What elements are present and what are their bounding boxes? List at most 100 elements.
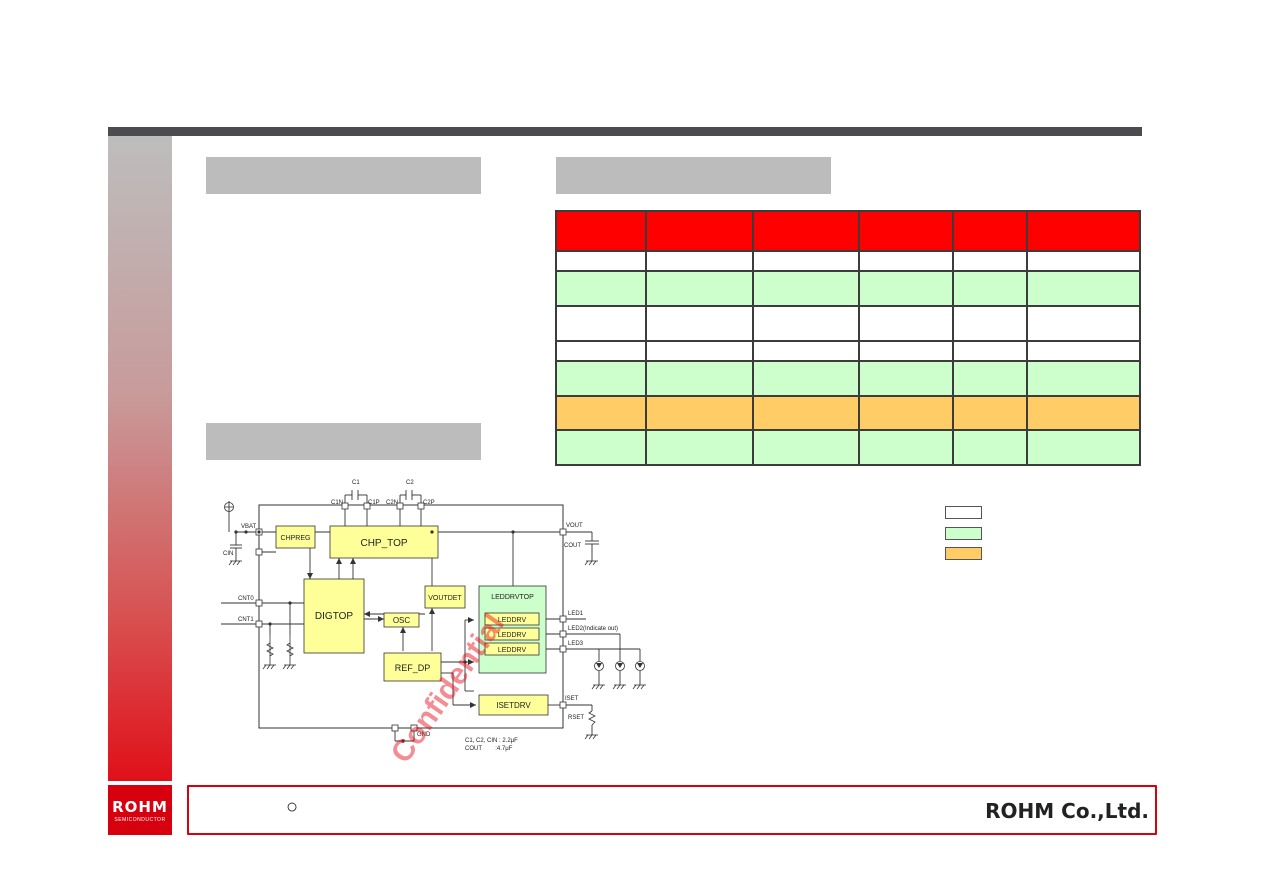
spec-cell (952, 339, 1028, 362)
spec-cell (752, 270, 860, 307)
spec-cell (752, 394, 860, 432)
spec-cell (752, 210, 860, 252)
spec-cell (952, 359, 1028, 397)
spec-cell (645, 429, 754, 466)
spec-table (555, 210, 1141, 466)
spec-row (555, 394, 1141, 432)
section-header-block-diagram (206, 423, 481, 460)
spec-cell (555, 210, 647, 252)
block-chpreg: CHPREG (281, 535, 311, 542)
spec-row (555, 304, 1141, 342)
pin-iset: ISET (565, 696, 579, 702)
logo-tagline: SEMICONDUCTOR (114, 817, 166, 823)
spec-cell (645, 210, 754, 252)
pin-vbat: VBAT (241, 524, 257, 530)
spec-cell (858, 249, 954, 273)
title-bar (108, 127, 1142, 136)
block-ref-dp: REF_DP (395, 663, 431, 673)
pin-led2: LED2(Indicate out) (568, 626, 618, 632)
spec-cell (1026, 429, 1141, 466)
spec-cell (555, 429, 647, 466)
side-gradient-bar (108, 136, 172, 781)
spec-cell (858, 339, 954, 362)
spec-cell (752, 359, 860, 397)
spec-cell (952, 210, 1028, 252)
spec-row (555, 270, 1141, 307)
legend-swatch-green (945, 527, 982, 540)
spec-cell (952, 270, 1028, 307)
spec-cell (858, 359, 954, 397)
spec-cell (555, 249, 647, 273)
spec-cell (645, 249, 754, 273)
pin-rset: RSET (568, 715, 584, 721)
block-leddrv-3: LEDDRV (498, 647, 527, 654)
legend-swatch-orange (945, 547, 982, 560)
spec-row (555, 359, 1141, 397)
spec-cell (645, 270, 754, 307)
spec-cell (1026, 270, 1141, 307)
logo-name: ROHM (112, 798, 168, 816)
legend-swatch-white (945, 506, 982, 519)
note-line-1: C1, C2, CIN : 2.2μF (465, 738, 518, 744)
pin-cnt1: CNT1 (238, 617, 254, 623)
block-voutdet: VOUTDET (428, 595, 462, 602)
copyright-circle: ○ (286, 796, 299, 818)
spec-cell (858, 270, 954, 307)
spec-row (555, 339, 1141, 362)
block-isetdrv: ISETDRV (496, 701, 531, 710)
pin-c2p: C2P (423, 500, 435, 506)
pin-gnd: GND (417, 732, 431, 738)
pin-c2: C2 (406, 480, 414, 486)
spec-cell (752, 249, 860, 273)
pin-cout: COUT (564, 543, 581, 549)
spec-cell (858, 210, 954, 252)
pin-led3: LED3 (568, 641, 584, 647)
block-osc: OSC (393, 616, 411, 625)
spec-cell (555, 270, 647, 307)
spec-cell (1026, 394, 1141, 432)
footer-bar: ○ ROHM Co.,Ltd. (187, 785, 1157, 835)
spec-cell (555, 359, 647, 397)
spec-cell (1026, 359, 1141, 397)
spec-cell (858, 304, 954, 342)
pin-vout: VOUT (566, 523, 583, 529)
pin-led1: LED1 (568, 611, 584, 617)
block-digtop: DIGTOP (315, 611, 353, 622)
note-line-2: COUT :4.7μF (465, 746, 513, 752)
spec-cell (1026, 210, 1141, 252)
spec-cell (1026, 304, 1141, 342)
block-leddrvtop: LEDDRVTOP (491, 594, 534, 601)
section-header-specs (556, 157, 831, 194)
spec-cell (952, 429, 1028, 466)
block-chp-top: CHP_TOP (360, 538, 407, 549)
spec-cell (752, 429, 860, 466)
pin-c2n: C2N (386, 500, 398, 506)
spec-cell (752, 339, 860, 362)
spec-row (555, 249, 1141, 273)
pin-c1: C1 (352, 480, 360, 486)
pin-cnt0: CNT0 (238, 596, 254, 602)
spec-cell (645, 339, 754, 362)
block-diagram: CHPREG CHP_TOP DIGTOP VOUTDET OSC REF_DP… (221, 480, 646, 768)
spec-cell (952, 249, 1028, 273)
pin-c1p: C1P (368, 500, 380, 506)
spec-cell (645, 304, 754, 342)
spec-cell (952, 304, 1028, 342)
spec-cell (858, 429, 954, 466)
spec-row (555, 210, 1141, 252)
spec-cell (952, 394, 1028, 432)
spec-cell (555, 304, 647, 342)
spec-row (555, 429, 1141, 466)
block-leddrv-2: LEDDRV (498, 632, 527, 639)
spec-cell (555, 339, 647, 362)
spec-cell (645, 359, 754, 397)
pin-c1n: C1N (331, 500, 343, 506)
pin-cin: CIN (223, 551, 233, 557)
spec-cell (858, 394, 954, 432)
spec-cell (555, 394, 647, 432)
rohm-logo: ROHM SEMICONDUCTOR (108, 785, 172, 835)
spec-cell (645, 394, 754, 432)
spec-cell (752, 304, 860, 342)
section-header-features (206, 157, 481, 194)
spec-cell (1026, 249, 1141, 273)
